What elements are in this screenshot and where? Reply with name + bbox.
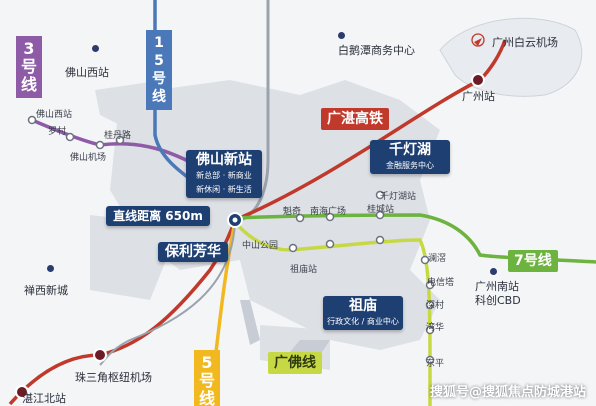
- watermark: 搜狐号@搜狐焦点防城港站: [429, 385, 586, 400]
- callout-qiandenghu-title: 千灯湖: [389, 142, 431, 158]
- callout-foshan-new-station-sub2: 新休闲 · 新生活: [196, 185, 252, 194]
- station-prd-airport: 珠三角枢纽机场: [75, 371, 152, 384]
- station-foshan-west: 佛山西站: [36, 110, 73, 120]
- station-dongping: 东平: [426, 359, 445, 369]
- prd-airport-dot: [93, 348, 107, 362]
- callout-zumiao: 祖庙 行政文化 / 商业中心: [323, 296, 403, 330]
- station-dots: [27, 115, 435, 365]
- label-baiyun-airport: 广州白云机场: [492, 36, 558, 49]
- station-luocun: 罗村: [48, 127, 67, 137]
- callout-foshan-new-station-sub1: 新总部 · 新商业: [196, 171, 252, 180]
- label-guangzhou-station: 广州站: [462, 90, 495, 103]
- pin-baiyuntan: [338, 32, 345, 39]
- city-shadows: [240, 300, 330, 355]
- pin-guangzhou-south: [490, 268, 497, 275]
- guangfo-tag: 广佛线: [268, 352, 322, 374]
- zhanjiang-dot: [15, 385, 29, 399]
- station-shencun: 深村: [426, 301, 445, 311]
- station-lonhua: 湾华: [426, 323, 445, 333]
- line-link: [99, 221, 236, 366]
- callout-zumiao-title: 祖庙: [349, 298, 377, 314]
- pin-foshan-west: [92, 45, 99, 52]
- label-baiyuntan: 白鹅潭商务中心: [338, 44, 415, 57]
- station-qiandenghu: 千灯湖站: [380, 192, 417, 202]
- callout-distance: 直线距离 650m: [106, 206, 210, 226]
- label-kexin-cbd: 科创CBD: [475, 294, 521, 307]
- station-zhanjiang-north: 湛江北站: [22, 392, 66, 405]
- guangzhan-tag: 广湛高铁: [321, 108, 389, 130]
- label-guangzhou-south: 广州南站: [475, 280, 519, 293]
- station-lanying: 澜滘: [428, 254, 447, 264]
- station-guicheng: 桂城站: [367, 205, 395, 215]
- station-kuiqi: 魁奇: [283, 207, 302, 217]
- line7-tag: 7号线: [508, 250, 558, 272]
- station-zumiao: 祖庙站: [290, 265, 318, 275]
- station-zhongshan-park: 中山公园: [242, 241, 279, 251]
- label-chanxi: 禅西新城: [24, 284, 68, 297]
- callout-qiandenghu-sub: 金融服务中心: [386, 161, 434, 170]
- callout-zumiao-sub: 行政文化 / 商业中心: [327, 317, 399, 326]
- pin-chanxi: [47, 265, 54, 272]
- callout-foshan-new-station-title: 佛山新站: [196, 152, 252, 168]
- airport-icon: [474, 38, 482, 46]
- station-dianshanta: 电信塔: [427, 278, 455, 288]
- callout-foshan-new-station: 佛山新站 新总部 · 新商业 新休闲 · 新生活: [186, 150, 262, 198]
- label-foshan-west: 佛山西站: [65, 66, 109, 79]
- callout-qiandenghu: 千灯湖 金融服务中心: [370, 140, 450, 174]
- guangzhan-path: [234, 39, 507, 222]
- callout-distance-title: 直线距离 650m: [113, 209, 203, 223]
- callout-poly-title: 保利芳华: [165, 244, 221, 260]
- station-guidanlu: 桂丹路: [104, 131, 132, 141]
- station-nanhai-square: 南海广场: [310, 207, 347, 217]
- guangzhou-station-dot: [471, 73, 485, 87]
- callout-poly: 保利芳华: [158, 242, 228, 262]
- station-foshan-airport: 佛山机场: [70, 153, 107, 163]
